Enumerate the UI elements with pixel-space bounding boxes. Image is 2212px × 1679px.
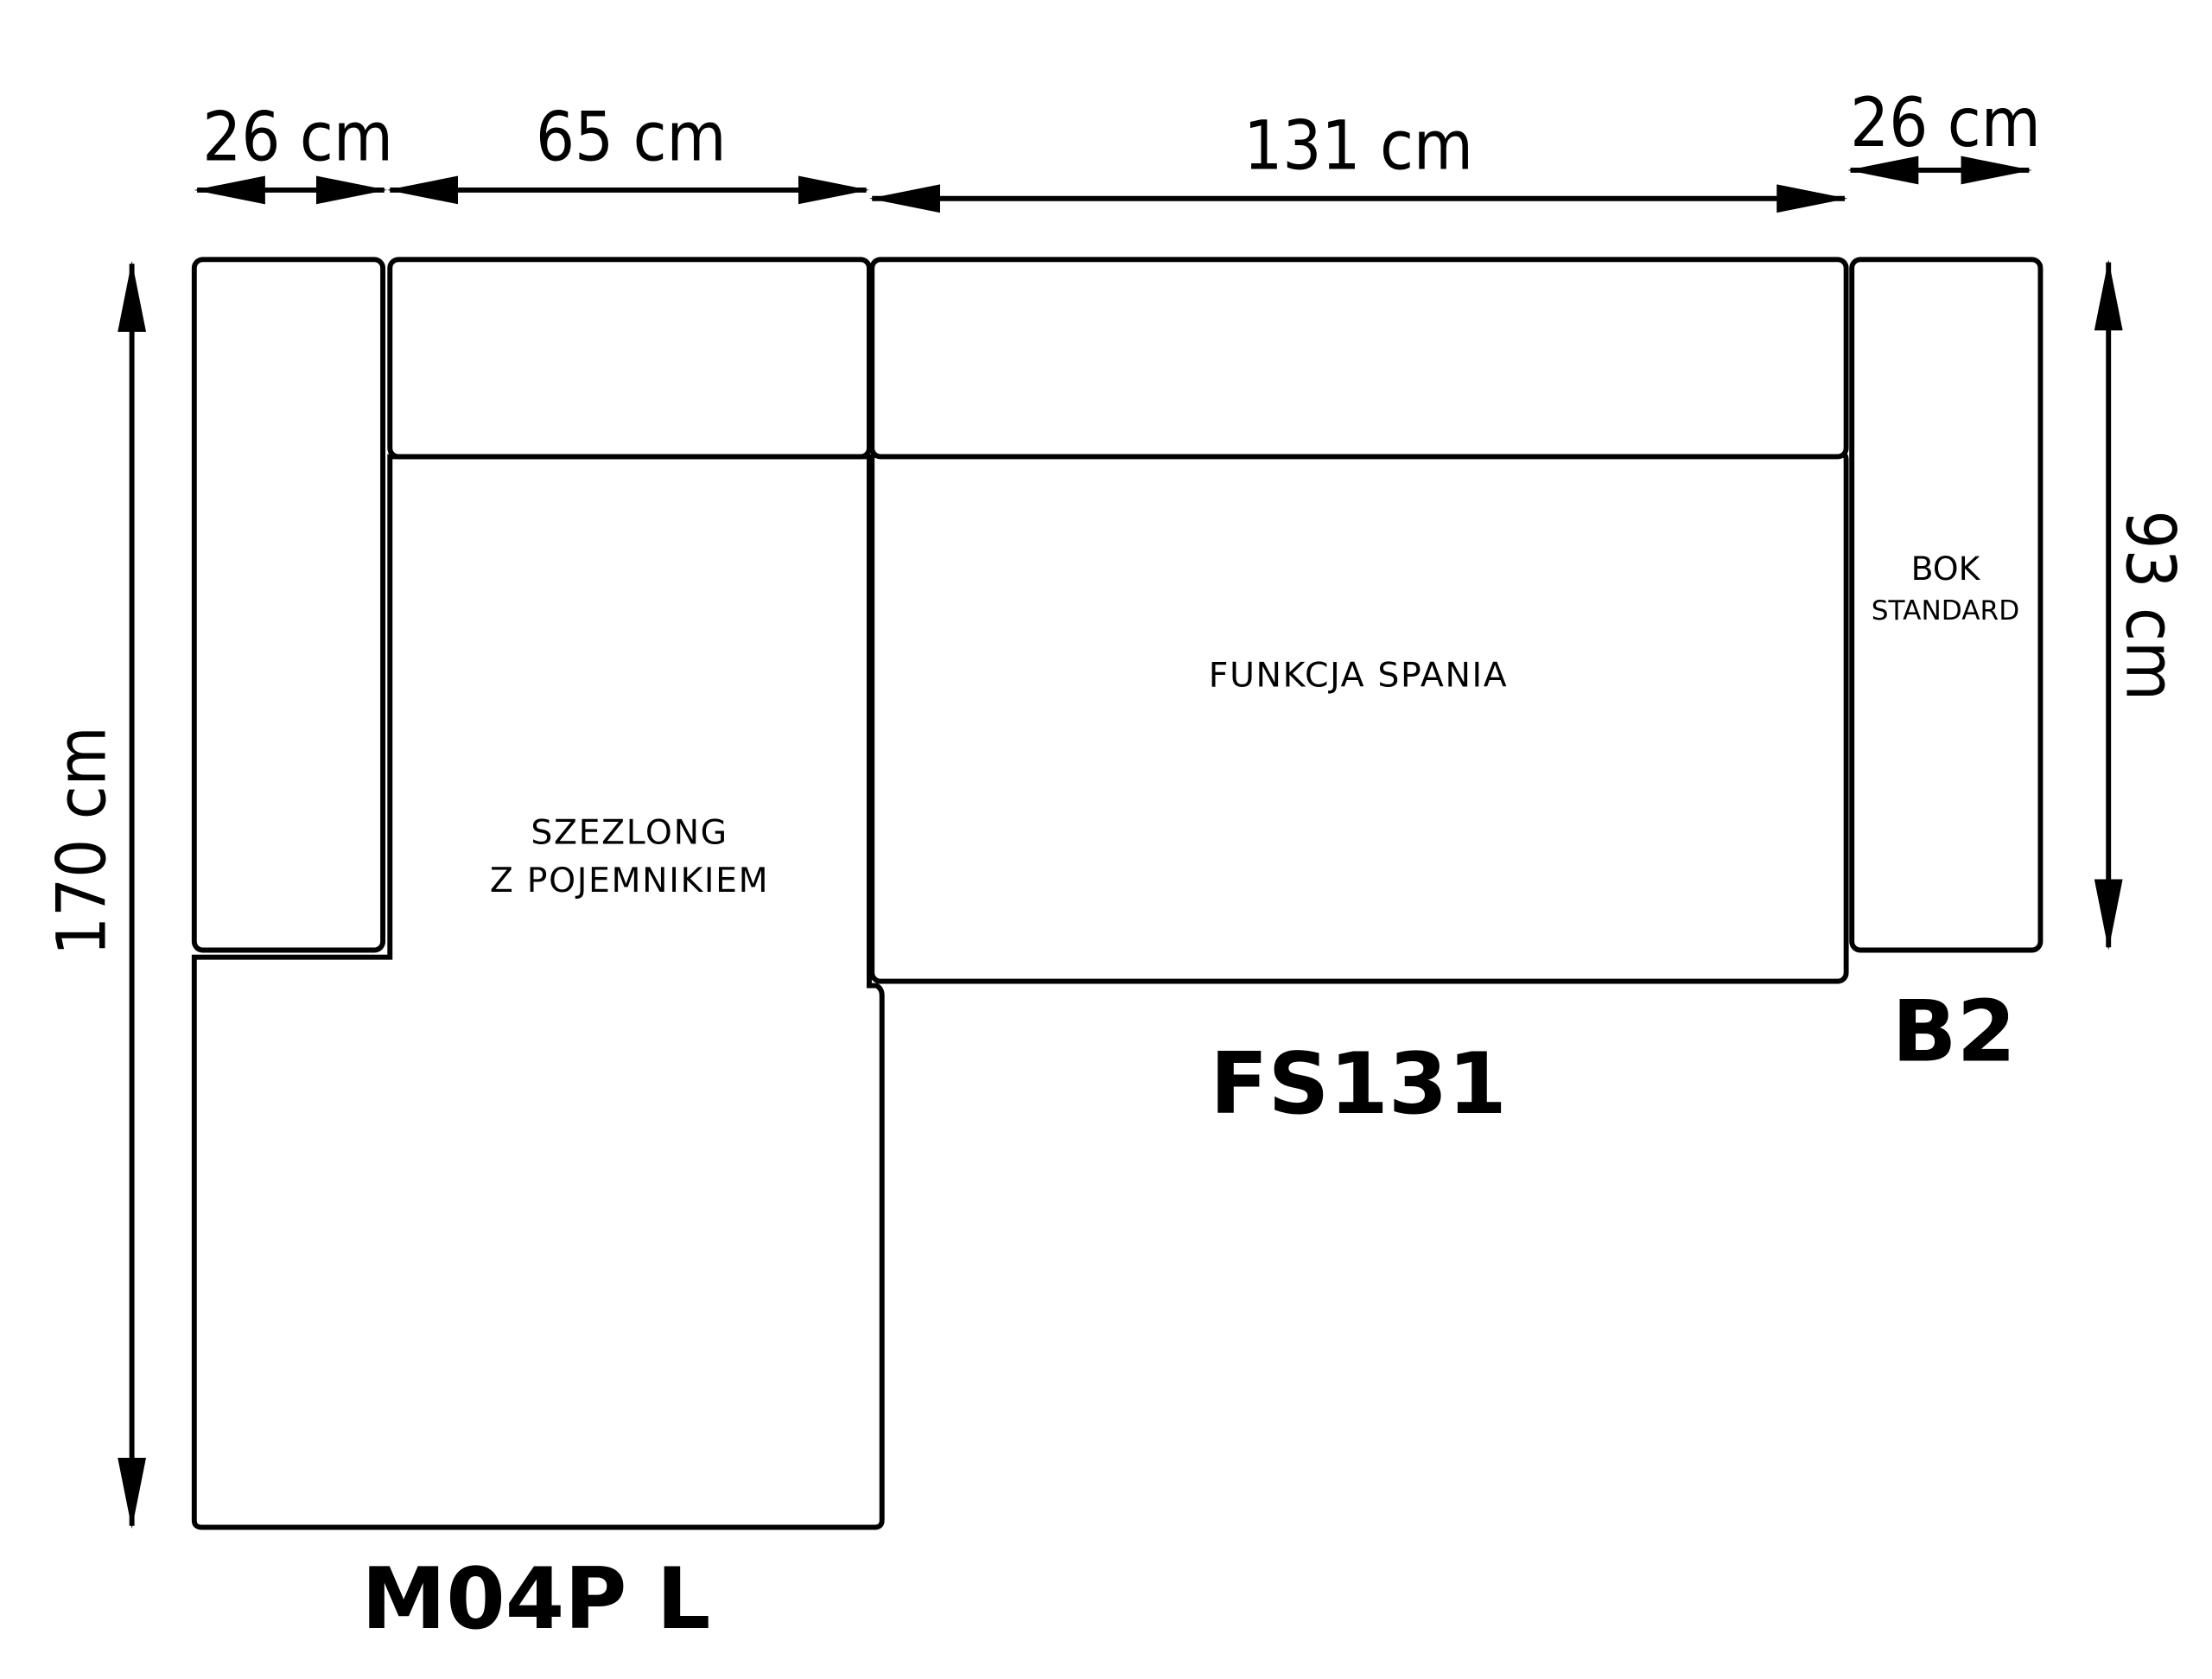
sofa-backrest xyxy=(869,257,1849,460)
arm-code: B2 xyxy=(1892,983,2017,1082)
chaise-module: SZEZLONG Z POJEMNIKIEM M04P L xyxy=(191,257,885,1649)
arm-right xyxy=(1849,257,2044,953)
chaise-label-line2: Z POJEMNIKIEM xyxy=(490,861,769,900)
chaise-code: M04P L xyxy=(361,1550,710,1649)
arm-label-line1: BOK xyxy=(1911,550,1981,588)
sofa-seat xyxy=(869,448,1849,984)
dim-label-arm-left: 26 cm xyxy=(202,97,393,176)
sofa-code: FS131 xyxy=(1210,1035,1507,1134)
dim-label-total-depth: 170 cm xyxy=(41,726,121,956)
arm-label-line2: STANDARD xyxy=(1872,595,2019,626)
arm-module: BOK STANDARD B2 xyxy=(1849,257,2044,1082)
sofa-label: FUNKCJA SPANIA xyxy=(1209,655,1509,695)
dim-label-arm-right: 26 cm xyxy=(1850,83,2041,162)
dim-label-sofa: 131 cm xyxy=(1243,105,1473,185)
dim-label-chaise: 65 cm xyxy=(536,97,727,176)
chaise-seat xyxy=(191,454,885,1530)
chaise-armrest xyxy=(191,257,386,953)
dim-label-sofa-depth: 93 cm xyxy=(2111,510,2190,701)
chaise-label-line1: SZEZLONG xyxy=(531,812,728,852)
sofa-module: FUNKCJA SPANIA FS131 xyxy=(869,257,1849,1134)
chaise-backrest xyxy=(387,257,872,460)
